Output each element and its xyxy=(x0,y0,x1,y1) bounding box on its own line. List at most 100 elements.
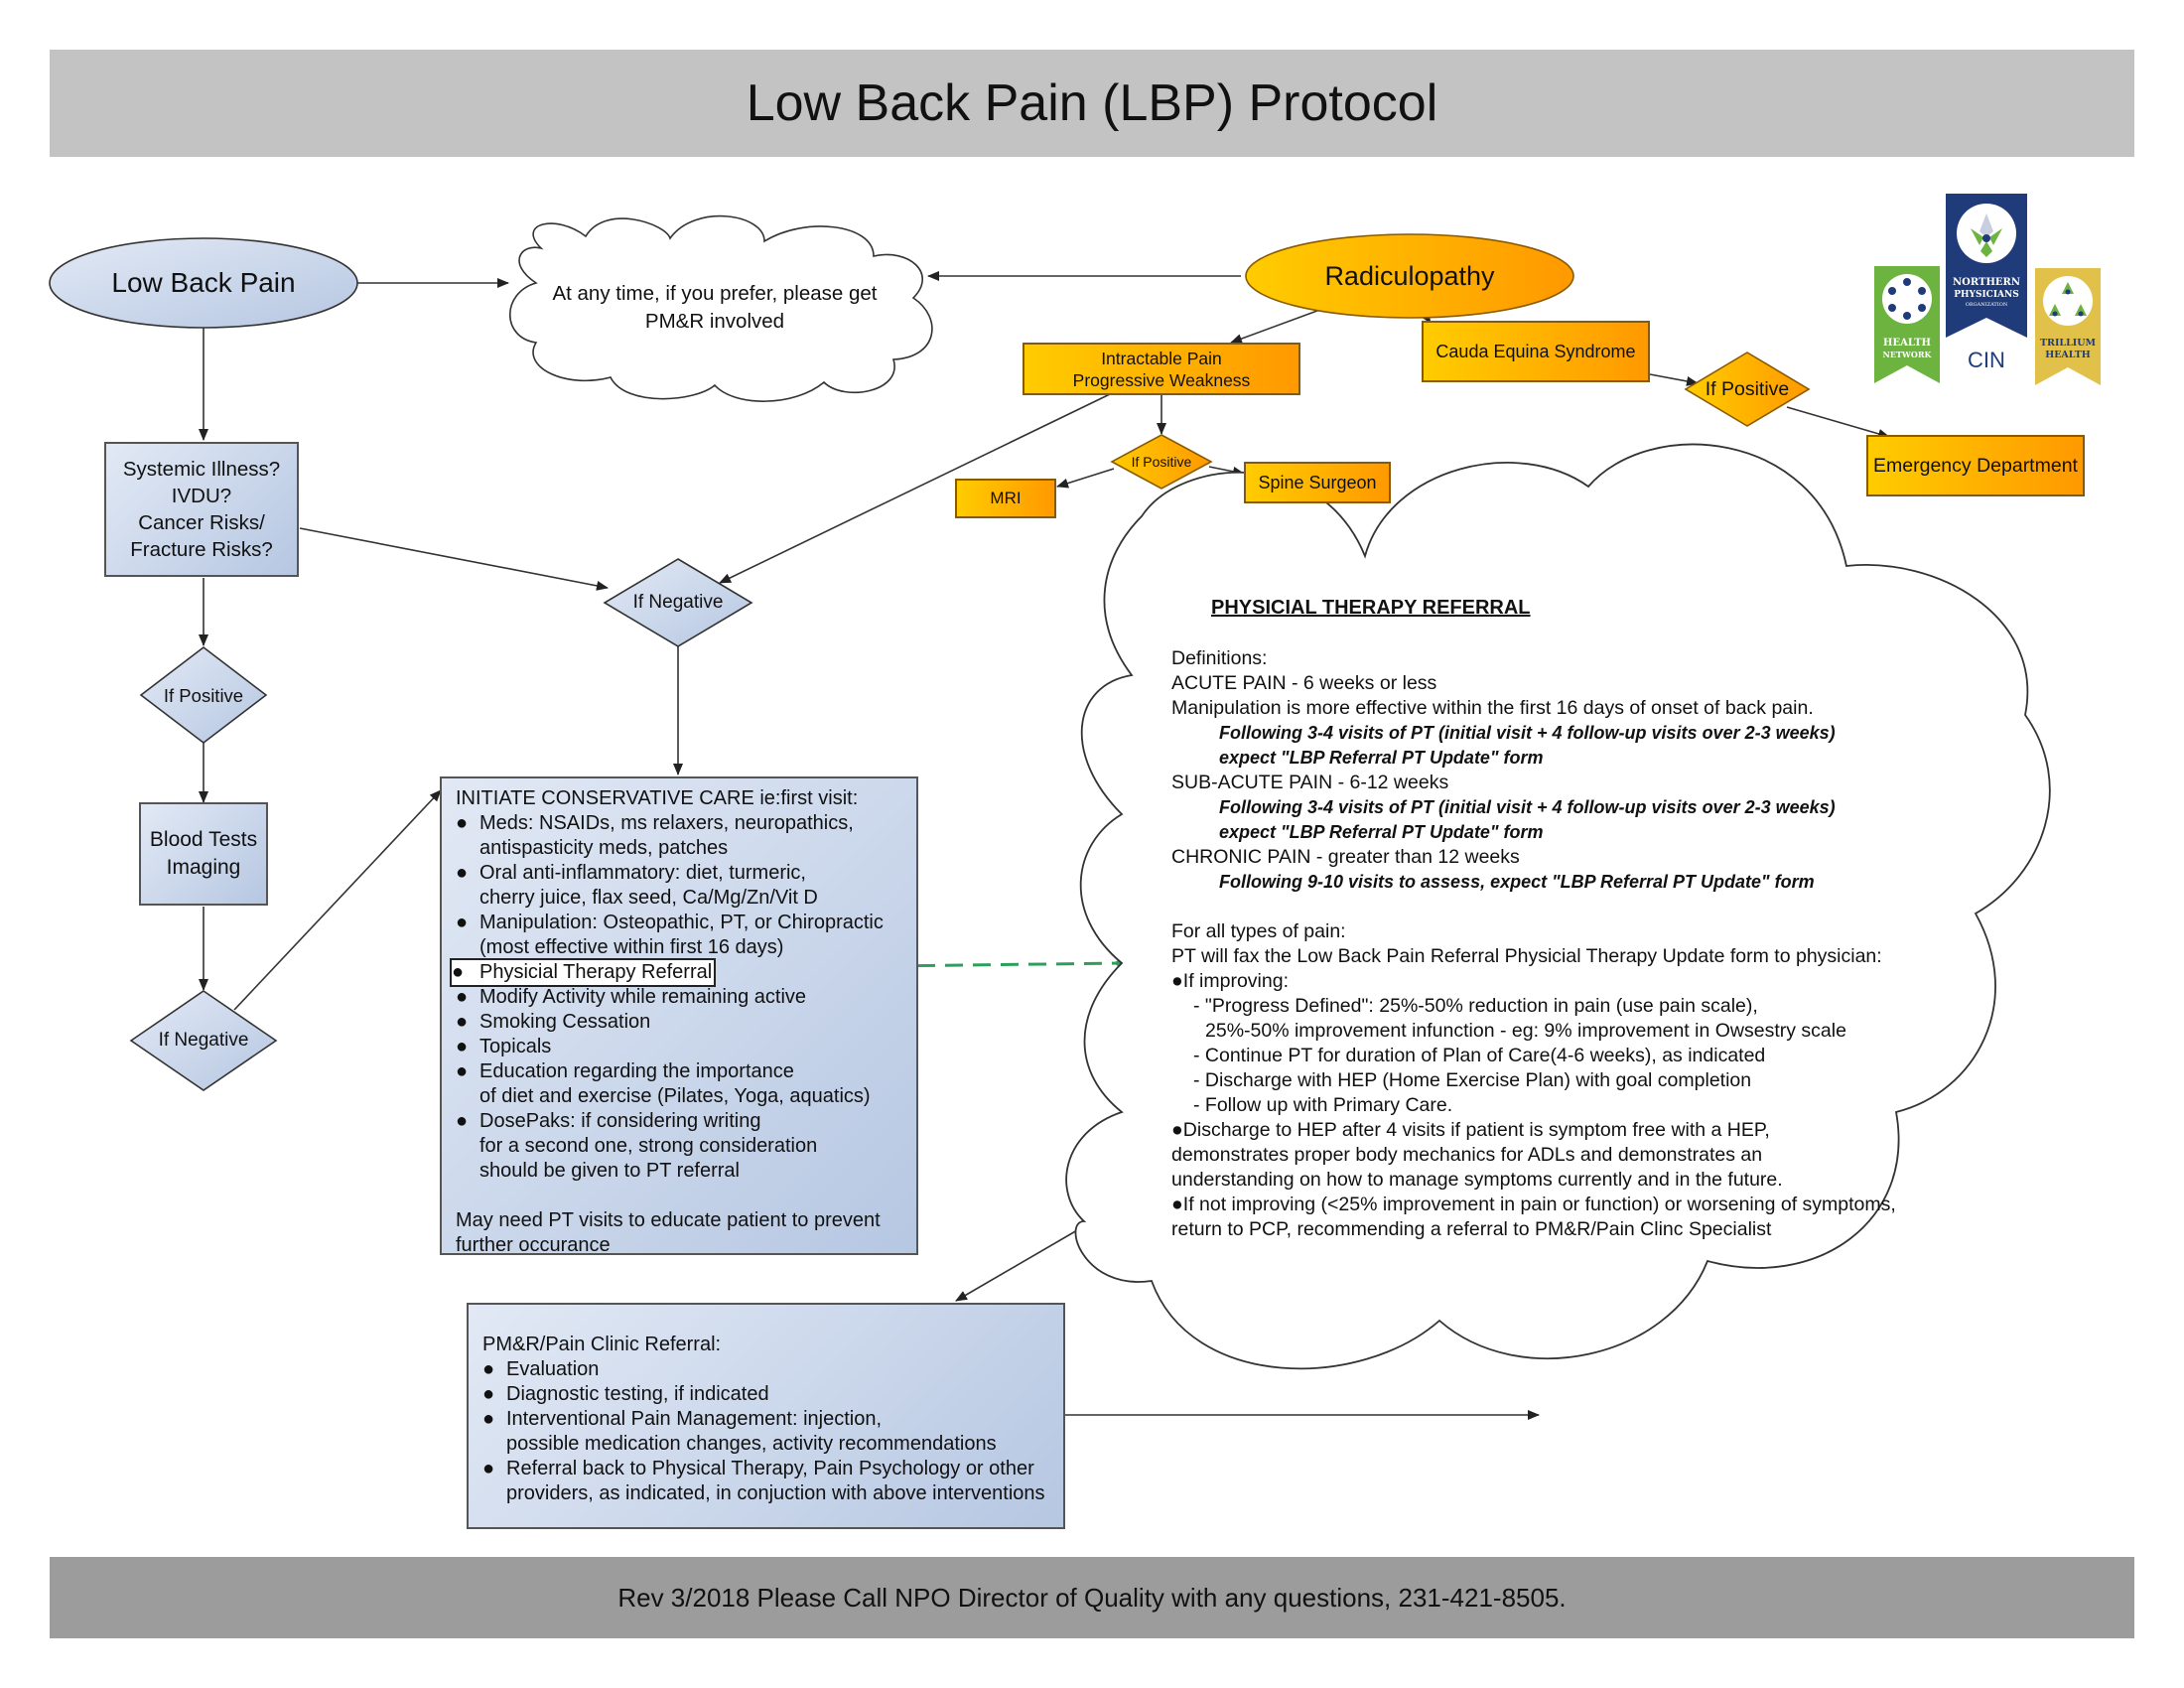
spine-surgeon-node: Spine Surgeon xyxy=(1244,462,1391,503)
not-improving-line-1: If not improving (<25% improvement in pa… xyxy=(1171,1193,1985,1217)
if-positive-intractable-node: If Positive xyxy=(1114,449,1209,475)
list-item: Oral anti-inflammatory: diet, turmeric,c… xyxy=(456,861,902,911)
list-item: Evaluation xyxy=(482,1357,1049,1382)
discharge-line-3: understanding on how to manage symptoms … xyxy=(1171,1169,1783,1191)
all-types-label: For all types of pain: xyxy=(1171,920,1346,942)
if-positive-left-label: If Positive xyxy=(163,685,244,706)
blood-tests-node: Blood Tests Imaging xyxy=(139,802,268,906)
npo-line-1: NORTHERN xyxy=(1953,277,2020,288)
arrow-intractable-to-ifneg-center xyxy=(719,393,1111,584)
improving-item: - "Progress Defined": 25%-50% reduction … xyxy=(1193,995,1758,1017)
intractable-line-2: Progressive Weakness xyxy=(1072,369,1251,390)
radiculopathy-node-shape xyxy=(1245,233,1574,319)
pmr-cloud-line-2: PM&R involved xyxy=(644,310,785,333)
intractable-line-1: Intractable Pain xyxy=(1101,348,1222,368)
definitions-label: Definitions: xyxy=(1171,647,1268,669)
arrow-cauda-to-ifpos xyxy=(1649,373,1699,386)
conservative-care-list: Meds: NSAIDs, ms relaxers, neuropathics,… xyxy=(449,811,902,1184)
if-positive-cauda-node: If Positive xyxy=(1688,372,1807,406)
conservative-care-note-1: May need PT visits to educate patient to… xyxy=(456,1209,881,1231)
list-item: Interventional Pain Management: injectio… xyxy=(482,1407,1049,1457)
systemic-line-4: Fracture Risks? xyxy=(130,538,273,561)
if-positive-cauda-label: If Positive xyxy=(1705,377,1790,400)
arrow-ifneg-to-conservative xyxy=(233,789,442,1011)
systemic-line-3: Cancer Risks/ xyxy=(138,511,265,534)
list-item: Topicals xyxy=(456,1035,902,1059)
pmr-cloud-node: At any time, if you prefer, please get P… xyxy=(526,273,903,343)
mri-label: MRI xyxy=(990,489,1022,507)
systemic-line-2: IVDU? xyxy=(171,485,232,507)
health-network-line-2: NETWORK xyxy=(1883,350,1933,359)
if-positive-left-shape xyxy=(139,645,268,745)
page-title: Low Back Pain (LBP) Protocol xyxy=(746,74,1438,132)
list-item: Modify Activity while remaining active xyxy=(456,985,902,1010)
trillium-line-2: HEALTH xyxy=(2045,350,2091,360)
acute-follow-2: expect "LBP Referral PT Update" form xyxy=(1219,748,1544,768)
conservative-care-note-2: further occurance xyxy=(456,1234,611,1256)
conservative-care-box: INITIATE CONSERVATIVE CARE ie:first visi… xyxy=(440,776,918,1256)
if-positive-cauda-shape xyxy=(1684,352,1811,427)
not-improving-line-2: return to PCP, recommending a referral t… xyxy=(1171,1218,1772,1240)
subacute-follow-1: Following 3-4 visits of PT (initial visi… xyxy=(1219,797,1836,817)
improving-item: 25%-50% improvement infunction - eg: 9% … xyxy=(1205,1020,1846,1042)
header-bar: Low Back Pain (LBP) Protocol xyxy=(50,50,2134,157)
chronic-follow: Following 9-10 visits to assess, expect … xyxy=(1219,872,1815,892)
pt-referral-panel: PHYSICIAL THERAPY REFERRAL Definitions: … xyxy=(1171,596,1985,1242)
fax-note: PT will fax the Low Back Pain Referral P… xyxy=(1171,945,1882,967)
improving-item: - Discharge with HEP (Home Exercise Plan… xyxy=(1193,1069,1752,1091)
improving-item: - Continue PT for duration of Plan of Ca… xyxy=(1193,1045,1766,1066)
pmr-cloud-shape xyxy=(509,214,933,402)
pain-clinic-heading: PM&R/Pain Clinic Referral: xyxy=(482,1334,722,1355)
cin-label: CIN xyxy=(1968,348,2005,372)
improving-label: If improving: xyxy=(1171,969,1985,994)
acute-pain: ACUTE PAIN - 6 weeks or less xyxy=(1171,672,1437,694)
improving-item: - Follow up with Primary Care. xyxy=(1193,1094,1453,1116)
if-negative-left-node: If Negative xyxy=(139,1026,268,1055)
health-network-line-1: HEALTH xyxy=(1883,338,1931,349)
subacute-pain: SUB-ACUTE PAIN - 6-12 weeks xyxy=(1171,772,1449,793)
list-item: Smoking Cessation xyxy=(456,1010,902,1035)
low-back-pain-node: Low Back Pain xyxy=(50,253,357,313)
npo-line-2: PHYSICIANS xyxy=(1954,290,2019,300)
if-positive-intractable-shape xyxy=(1110,434,1213,490)
blood-tests-line-2: Imaging xyxy=(166,856,241,879)
northern-physicians-logo: NORTHERN PHYSICIANS ORGANIZATION xyxy=(1946,194,2027,338)
if-negative-center-shape xyxy=(603,558,753,647)
pt-referral-list-item[interactable]: Physicial Therapy Referral xyxy=(449,958,717,987)
cauda-equina-label: Cauda Equina Syndrome xyxy=(1435,341,1636,361)
low-back-pain-node-shape xyxy=(49,237,358,329)
if-negative-left-label: If Negative xyxy=(158,1030,249,1051)
if-negative-center-node: If Negative xyxy=(611,588,746,618)
acute-follow-1: Following 3-4 visits of PT (initial visi… xyxy=(1219,723,1836,743)
radiculopathy-node: Radiculopathy xyxy=(1246,250,1573,302)
arrow-systemic-to-ifneg-center xyxy=(299,527,609,591)
intractable-pain-node: Intractable Pain Progressive Weakness xyxy=(1023,343,1300,395)
emergency-label: Emergency Department xyxy=(1873,454,2078,477)
subacute-follow-2: expect "LBP Referral PT Update" form xyxy=(1219,822,1544,842)
discharge-line-2: demonstrates proper body mechanics for A… xyxy=(1171,1144,1763,1166)
radiculopathy-label: Radiculopathy xyxy=(1324,260,1495,291)
list-item: Diagnostic testing, if indicated xyxy=(482,1382,1049,1407)
list-item: Manipulation: Osteopathic, PT, or Chirop… xyxy=(456,911,902,960)
emergency-department-node: Emergency Department xyxy=(1866,435,2085,496)
conservative-care-heading: INITIATE CONSERVATIVE CARE ie:first visi… xyxy=(456,787,859,809)
list-item: Referral back to Physical Therapy, Pain … xyxy=(482,1457,1049,1506)
arrow-ifpos-to-emergency xyxy=(1786,406,1890,439)
mri-node: MRI xyxy=(955,479,1056,518)
connectors xyxy=(199,271,1890,1420)
pt-referral-title: PHYSICIAL THERAPY REFERRAL xyxy=(1211,597,1531,619)
manipulation-note: Manipulation is more effective within th… xyxy=(1171,697,1814,719)
spine-surgeon-label: Spine Surgeon xyxy=(1258,472,1377,492)
systemic-illness-node: Systemic Illness? IVDU? Cancer Risks/ Fr… xyxy=(104,442,299,577)
health-network-logo: HEALTH NETWORK xyxy=(1874,266,1940,383)
pain-clinic-list: Evaluation Diagnostic testing, if indica… xyxy=(482,1357,1049,1506)
trillium-health-logo: TRILLIUM HEALTH xyxy=(2035,268,2101,385)
footer-text: Rev 3/2018 Please Call NPO Director of Q… xyxy=(617,1583,1567,1613)
systemic-line-1: Systemic Illness? xyxy=(122,458,281,481)
if-positive-intractable-label: If Positive xyxy=(1131,454,1192,470)
chronic-pain: CHRONIC PAIN - greater than 12 weeks xyxy=(1171,846,1520,868)
if-negative-center-label: If Negative xyxy=(632,592,724,613)
npo-line-3: ORGANIZATION xyxy=(1966,302,2008,308)
low-back-pain-label: Low Back Pain xyxy=(111,267,296,298)
